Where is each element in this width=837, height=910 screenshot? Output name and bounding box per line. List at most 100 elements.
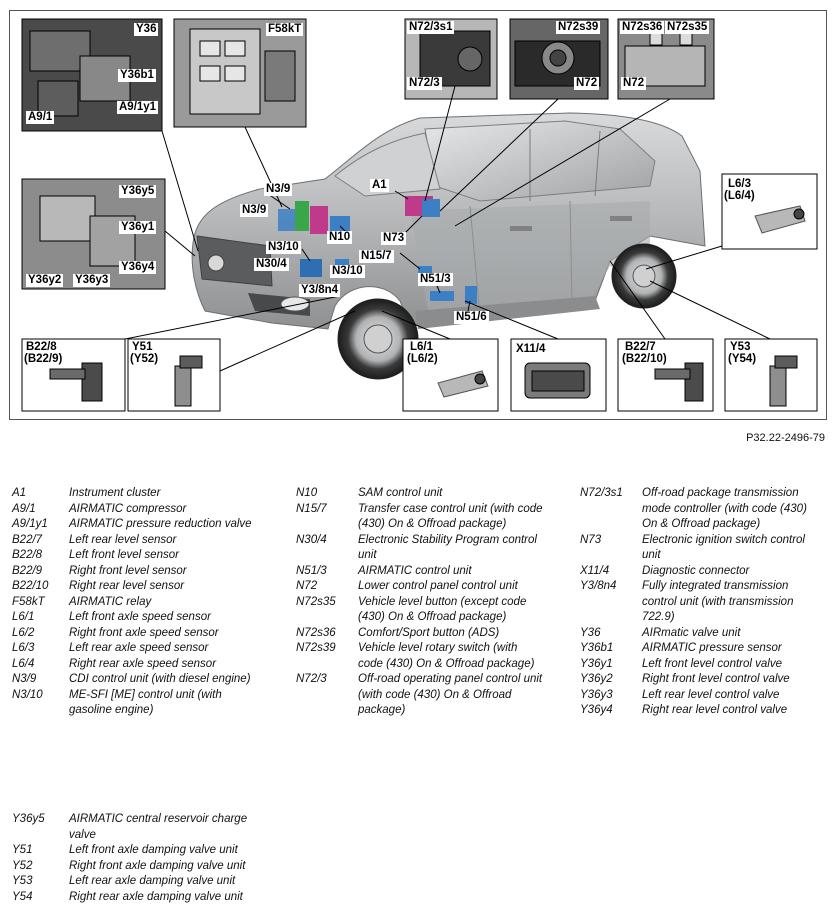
callout-L6-3: L6/3 xyxy=(728,178,752,190)
inset-front-level-sensor xyxy=(21,338,126,412)
callout-N72-3s1: N72/3s1 xyxy=(407,21,455,34)
legend-code: F58kT xyxy=(12,595,45,608)
legend-item: Y3/8n4 Fully integrated transmission cont… xyxy=(580,579,830,626)
legend-code: A9/1y1 xyxy=(12,518,48,530)
callout-Y52: (Y52) xyxy=(130,353,159,365)
legend-code: N10 xyxy=(296,487,318,499)
callout-B22-10: (B22/10) xyxy=(622,353,667,365)
legend-description: Left rear axle speed sensor xyxy=(69,642,209,654)
callout-N15-7: N15/7 xyxy=(359,250,394,263)
legend-code: N72/3s1 xyxy=(580,487,623,499)
callout-N30-4: N30/4 xyxy=(254,258,289,271)
callout-N72-console: N72 xyxy=(621,77,647,90)
legend-description: Right front level sensor xyxy=(69,564,187,577)
callout-N72s35: N72s35 xyxy=(665,21,710,34)
callout-N3-9-b: N3/9 xyxy=(240,204,269,217)
legend-code: Y3/8n4 xyxy=(580,580,617,592)
legend-code: N3/10 xyxy=(12,688,43,701)
callout-F58kT: F58kT xyxy=(266,23,304,36)
legend-description: Right front level control valve xyxy=(642,673,790,685)
legend-code: L6/1 xyxy=(12,611,35,623)
callout-L6-4: (L6/4) xyxy=(724,190,755,202)
callout-Y3-8n4: Y3/8n4 xyxy=(299,284,341,297)
callout-Y36b1: Y36b1 xyxy=(118,69,156,82)
inset-diagnostic-connector xyxy=(510,338,607,412)
legend-description: Left rear level sensor xyxy=(69,533,177,546)
legend-description: Vehicle level button (except code (430) … xyxy=(358,595,527,624)
legend-code: N72s35 xyxy=(296,595,336,608)
legend-code: L6/3 xyxy=(12,642,35,654)
legend-code: Y36y5 xyxy=(12,813,45,825)
legend-code: B22/7 xyxy=(12,533,43,546)
callout-Y36y5: Y36y5 xyxy=(119,185,157,198)
legend-item: N72s35 Vehicle level button (except code … xyxy=(296,595,566,626)
legend-description: Left rear level control valve xyxy=(642,688,780,701)
inset-fuse-box xyxy=(173,18,307,128)
legend-description: Left front axle speed sensor xyxy=(69,611,211,623)
legend-code: Y53 xyxy=(12,875,33,887)
legend-description: Diagnostic connector xyxy=(642,564,750,577)
legend-description: AIRmatic valve unit xyxy=(642,626,741,639)
callout-A1: A1 xyxy=(370,179,389,192)
legend-item: N10 SAM control unit xyxy=(296,486,566,502)
legend-code: Y36 xyxy=(580,626,601,639)
inset-front-speed-sensor xyxy=(402,338,499,412)
legend-code: N3/9 xyxy=(12,673,37,685)
diagram-artwork xyxy=(21,18,818,412)
legend-code: Y51 xyxy=(12,844,33,856)
legend-item: Y36y2 Right front level control valve xyxy=(580,672,830,688)
legend-code: Y36y4 xyxy=(580,704,613,716)
leader-lines xyxy=(124,85,771,372)
callout-N10: N10 xyxy=(327,231,353,244)
legend-code: A9/1 xyxy=(12,502,36,515)
inset-valve-block xyxy=(21,178,166,290)
component-location-diagram: Y36 Y36b1 A9/1y1 A9/1 F58kT N72/3s1 N72/… xyxy=(9,10,827,420)
callout-A9-1y1: A9/1y1 xyxy=(117,101,159,114)
callout-A9-1: A9/1 xyxy=(26,111,55,124)
callout-B22-7: B22/7 xyxy=(625,341,656,353)
callout-Y36y1: Y36y1 xyxy=(119,221,157,234)
vehicle-illustration xyxy=(191,112,706,380)
legend-code: B22/8 xyxy=(12,549,43,561)
callout-L6-2: (L6/2) xyxy=(407,353,438,365)
legend-code: Y36b1 xyxy=(580,642,614,654)
legend-description: Off-road operating panel control unit (w… xyxy=(358,673,543,716)
callout-N72-3: N72/3 xyxy=(407,77,442,90)
legend-description: Lower control panel control unit xyxy=(358,580,518,592)
callout-Y53: Y53 xyxy=(730,341,751,353)
callout-N72s39: N72s39 xyxy=(556,21,601,34)
legend-code: Y36y2 xyxy=(580,673,613,685)
legend-code: B22/10 xyxy=(12,580,49,592)
legend-description: SAM control unit xyxy=(358,487,443,499)
callout-L6-1: L6/1 xyxy=(410,341,434,353)
callout-B22-8: B22/8 xyxy=(26,341,57,353)
callout-X11-4: X11/4 xyxy=(516,343,546,355)
legend-description: Electronic ignition switch control unit xyxy=(642,533,805,562)
legend-description: Left front level control valve xyxy=(642,657,782,670)
legend-code: N51/3 xyxy=(296,564,327,577)
legend-code: Y36y1 xyxy=(580,657,613,670)
figure-reference: P32.22-2496-79 xyxy=(746,432,825,444)
inset-front-damping-valve xyxy=(127,338,221,412)
legend-code: Y52 xyxy=(12,859,33,872)
legend-description: Fully integrated transmission control un… xyxy=(642,580,794,623)
callout-N3-10-b: N3/10 xyxy=(330,265,365,278)
